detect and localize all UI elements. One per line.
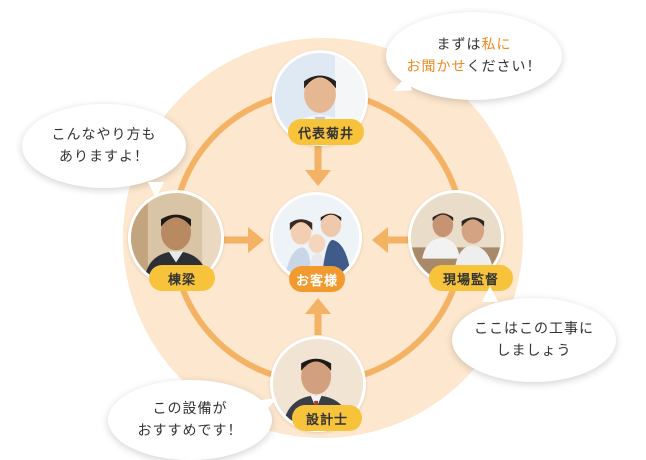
bubble-architect-line1: この設備が [152,401,228,417]
architect-label: 設計士 [292,405,362,431]
speech-bubble-carpenter: こんなやり方も ありますよ！ [22,104,186,198]
bubble-carpenter-line2: ありますよ！ [59,149,149,165]
bubble-supervisor-line2: しましょう [496,343,572,359]
arrow-right-head [372,227,388,253]
bubble-representative-line1: まずは私に [436,37,512,53]
speech-bubble-architect: この設備が おすすめです！ [108,380,281,460]
site-supervisor-label: 現場監督 [429,265,513,291]
arrow-left-head [248,227,264,253]
customer-label: お客様 [289,266,345,292]
arrow-bottom-head [305,298,331,314]
arrow-top-head [305,170,331,186]
bubble-representative-line2: お聞かせください！ [406,59,542,75]
speech-bubble-supervisor: ここはこの工事に しましょう [452,286,616,382]
speech-bubble-representative: まずは私に お聞かせください！ [386,12,562,100]
bubble-carpenter-line1: こんなやり方も [51,127,157,143]
representative-label: 代表菊井 [288,119,364,145]
bubble-tail [482,286,498,302]
bubble-supervisor-line1: ここはこの工事に [474,321,594,337]
master-carpenter-label: 棟梁 [149,265,215,291]
bubble-tail [148,182,164,198]
bubble-architect-line2: おすすめです！ [137,423,243,439]
